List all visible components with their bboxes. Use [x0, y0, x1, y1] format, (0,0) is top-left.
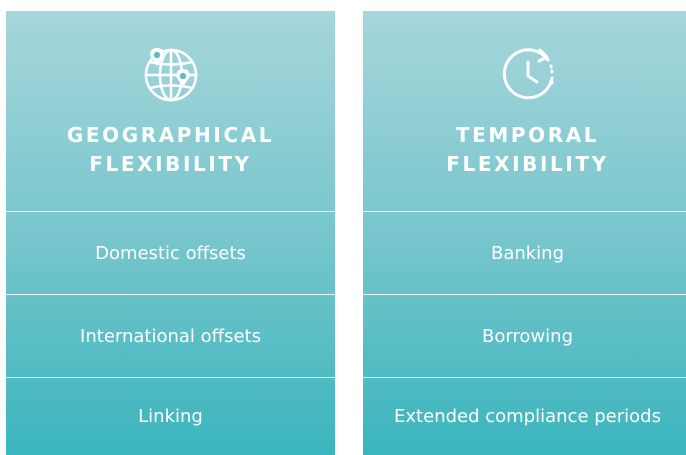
- panel-header: GEOGRAPHICAL FLEXIBILITY: [6, 11, 335, 211]
- panel-title-line-2: FLEXIBILITY: [89, 152, 252, 176]
- list-item-banking: Banking: [363, 211, 686, 294]
- panel-title: TEMPORAL FLEXIBILITY: [363, 121, 686, 179]
- list-item-domestic-offsets: Domestic offsets: [6, 211, 335, 294]
- list-item-international-offsets: International offsets: [6, 294, 335, 377]
- geographical-flexibility-panel: GEOGRAPHICAL FLEXIBILITY Domestic offset…: [6, 11, 335, 455]
- clock-with-circular-arrow-icon: [496, 42, 560, 106]
- panel-title: GEOGRAPHICAL FLEXIBILITY: [6, 121, 335, 179]
- list-item-extended-compliance-periods: Extended compliance periods: [363, 377, 686, 455]
- panel-title-line-1: TEMPORAL: [455, 123, 600, 147]
- panel-title-line-1: GEOGRAPHICAL: [66, 123, 275, 147]
- panel-header: TEMPORAL FLEXIBILITY: [363, 11, 686, 211]
- temporal-flexibility-panel: TEMPORAL FLEXIBILITY Banking Borrowing E…: [363, 11, 686, 455]
- globe-with-map-pins-icon: [139, 42, 203, 106]
- list-item-borrowing: Borrowing: [363, 294, 686, 377]
- panel-title-line-2: FLEXIBILITY: [446, 152, 609, 176]
- list-item-linking: Linking: [6, 377, 335, 455]
